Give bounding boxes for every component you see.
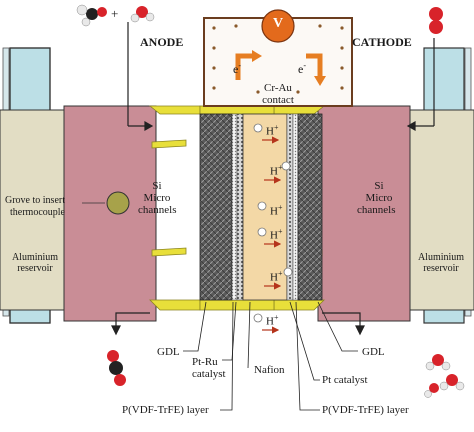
- anode-label: ANODE: [140, 35, 184, 49]
- proton-label: H+: [270, 163, 283, 178]
- right-si-line3: channels: [357, 204, 396, 216]
- ptru-label-line2: catalyst: [192, 368, 226, 380]
- grove-label-line1: Grove to insert: [5, 195, 65, 206]
- left-reservoir-line2: reservoir: [17, 263, 53, 274]
- gdl-cathode: [297, 113, 323, 301]
- proton-label: H+: [270, 227, 283, 242]
- ptru-catalyst-layer: [236, 113, 244, 301]
- left-silicon: [63, 105, 157, 322]
- water-molecule-icon: [424, 354, 465, 398]
- electron-left-label: e-: [233, 61, 241, 76]
- pvdf-left-label: P(VDF-TrFE) layer: [122, 404, 209, 416]
- methanol-water-molecule-icons: [76, 4, 155, 27]
- left-reservoir: [0, 109, 65, 311]
- gdl-left-label: GDL: [157, 346, 180, 358]
- grove-label-line2: thermocouple: [10, 207, 65, 218]
- right-reservoir: [409, 109, 474, 311]
- pvdf-cathode: [292, 113, 299, 301]
- thermocouple-grove: [106, 191, 130, 215]
- proton-label: H+: [266, 123, 279, 138]
- left-si-line1: Si: [152, 180, 162, 192]
- reactant-plus: +: [111, 6, 119, 21]
- nafion-label: Nafion: [254, 364, 285, 376]
- pvdf-right-label: P(VDF-TrFE) layer: [322, 404, 409, 416]
- leader-lines: [183, 301, 358, 411]
- gdl-right-label: GDL: [362, 346, 385, 358]
- right-si-line1: Si: [374, 180, 384, 192]
- contact-label-line2: contact: [262, 94, 294, 106]
- co2-molecule-icon: [107, 350, 126, 386]
- pvdf-anode: [231, 113, 238, 301]
- bottom-contact-bar: [199, 299, 275, 311]
- proton-label: H+: [270, 203, 283, 218]
- cathode-label: CATHODE: [352, 35, 412, 49]
- gdl-anode: [199, 113, 233, 301]
- inlet-outlet-pipes: [111, 22, 435, 336]
- contact-label-line1: Cr-Au: [264, 82, 292, 94]
- left-si-line3: channels: [138, 204, 177, 216]
- left-reservoir-line1: Aluminium: [11, 252, 59, 263]
- proton-label: H+: [266, 313, 279, 328]
- ptru-label-line1: Pt-Ru: [192, 356, 218, 368]
- proton-markers: [253, 123, 293, 334]
- electron-right-label: e-: [298, 61, 306, 76]
- right-reservoir-line1: Aluminium: [417, 252, 465, 263]
- voltmeter-label: V: [273, 16, 284, 31]
- oxygen-molecule-icon: [429, 7, 443, 34]
- right-reservoir-line2: reservoir: [423, 263, 459, 274]
- right-silicon: [317, 105, 411, 322]
- voltmeter-icon: [261, 9, 295, 43]
- proton-label: H+: [270, 269, 283, 284]
- right-si-line2: Micro: [365, 192, 393, 204]
- pt-catalyst-label: Pt catalyst: [322, 374, 368, 386]
- left-si-line2: Micro: [143, 192, 171, 204]
- top-contact-bar: [199, 105, 275, 115]
